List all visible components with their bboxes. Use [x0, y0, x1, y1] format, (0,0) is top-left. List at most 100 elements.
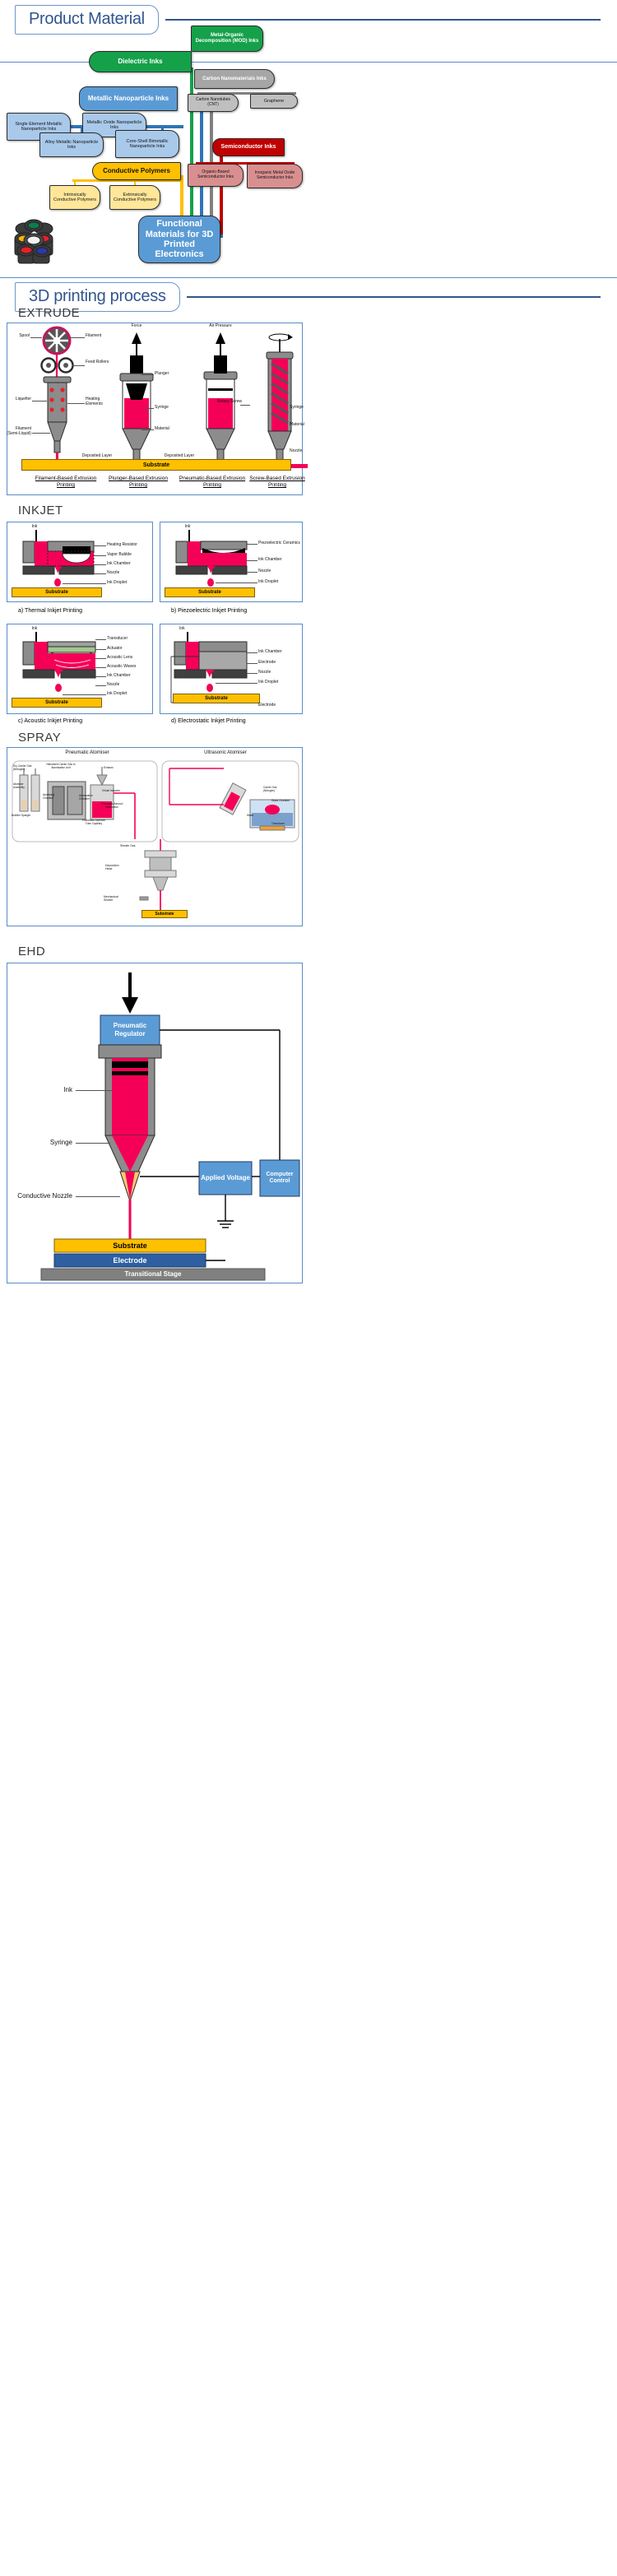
- ehd-transitional-stage-label: Transitional Stage: [124, 1270, 182, 1279]
- label-nozzle-b: Nozzle: [258, 569, 271, 573]
- node-label: Conductive Polymers: [103, 166, 170, 174]
- label-dry-carrier-gas: Dry Carrier Gas (Nitrogen): [13, 764, 32, 771]
- inkjet-heading: INKJET: [18, 504, 63, 518]
- label-electrode-d2: Electrode: [258, 703, 276, 708]
- lead-ink-droplet-d: [216, 683, 257, 684]
- label-nebulised-carrier: Nebulised Carrier Gas to Atomisation Uni…: [46, 763, 76, 769]
- label-spool: Spool: [19, 333, 30, 338]
- lead-ink-chamber-b: [247, 560, 257, 561]
- product-material-title: Product Material: [15, 5, 159, 35]
- caption-plunger-based: Plunger-Based Extrusion Printing: [109, 476, 168, 489]
- lead-ink-droplet-c: [63, 694, 106, 695]
- caption-piezo-inkjet: b) Piezoelectric Inkjet Printing: [171, 608, 248, 614]
- node-organic-semiconductor[interactable]: Organic-Based Semiconductor Inks: [188, 164, 244, 187]
- filament-extruder-diagram: [30, 326, 87, 468]
- label-material-2: Material: [290, 422, 304, 427]
- ink-pots-illustration: [14, 219, 53, 264]
- piezo-substrate: Substrate: [165, 587, 255, 597]
- label-electrode-d1: Electrode: [258, 660, 276, 665]
- node-cnt[interactable]: Carbon Nanotubes (CNT): [188, 94, 239, 112]
- ultrasonic-atomiser-diagram: [161, 760, 299, 842]
- label-water: Water: [247, 814, 254, 817]
- lead-nozzle-a: [94, 573, 106, 574]
- ehd-computer-control-box[interactable]: Computer Control: [266, 1171, 294, 1184]
- node-center-functional-materials[interactable]: Functional Materials for 3D Printed Elec…: [138, 216, 220, 263]
- node-intrinsically-conductive[interactable]: Intrinsically Conductive Polymers: [49, 185, 100, 210]
- lead-ink-droplet-a: [63, 583, 106, 584]
- acoustic-inkjet-diagram: [22, 632, 96, 692]
- polymer-drop-2: [134, 179, 136, 186]
- node-alloy-metallic[interactable]: Alloy Metallic Nanoparticle Inks: [39, 132, 104, 157]
- label-atomising-chamber: Atomising Chamber: [43, 793, 54, 800]
- label-glass-chamber: Glass Chamber: [271, 799, 290, 802]
- lead-acoustic-lens: [95, 658, 106, 659]
- lead-rotary: [240, 405, 250, 406]
- carbon-sub-bus: [197, 92, 296, 95]
- lead-nozzle-c: [95, 685, 106, 686]
- node-dielectric-inks[interactable]: Dielectric Inks: [89, 51, 192, 72]
- node-inorganic-semiconductor[interactable]: Inorganic Metal Oxide Semiconductor Inks: [247, 164, 303, 188]
- ehd-applied-voltage-box[interactable]: Applied Voltage: [201, 1174, 250, 1182]
- node-label: Dielectric Inks: [118, 57, 163, 65]
- ehd-diagram: [40, 972, 300, 1281]
- label-syringe-1: Syringe: [155, 405, 169, 410]
- lead-ink-chamber-d: [247, 652, 257, 653]
- caption-acoustic-inkjet: c) Acoustic Inkjet Printing: [18, 718, 83, 724]
- label-exhaust: Exhaust: [104, 766, 114, 769]
- node-label: Inorganic Metal Oxide Semiconductor Inks: [254, 170, 295, 180]
- header-rule-2: [186, 296, 601, 298]
- node-conductive-polymers[interactable]: Conductive Polymers: [92, 162, 181, 180]
- node-semiconductor-inks[interactable]: Semiconductor Inks: [212, 138, 285, 156]
- label-ink-droplet-c: Ink Droplet: [107, 691, 128, 696]
- pneumatic-atomiser-diagram: [12, 760, 158, 842]
- deposition-head-diagram: [139, 839, 177, 910]
- connector-dielectric: [190, 67, 193, 235]
- label-vapor-bubble: Vapor Bubble: [107, 552, 132, 557]
- electrostatic-substrate: Substrate: [173, 694, 260, 703]
- connector-polymers: [180, 175, 183, 236]
- node-carbon-nanomaterials[interactable]: Carbon Nanomaterials Inks: [194, 69, 275, 89]
- node-core-shell[interactable]: Core-Shell Bimetallic Nanoparticle Inks: [115, 130, 179, 158]
- printing-process-header: 3D printing process: [15, 282, 601, 312]
- node-label: Carbon Nanomaterials Inks: [202, 76, 267, 81]
- label-virtual-impactor: Virtual Impactor: [102, 789, 121, 792]
- node-metallic-nanoparticle-inks[interactable]: Metallic Nanoparticle Inks: [79, 86, 178, 111]
- label-atomisation-chamber: Atomisation Chamber: [79, 794, 93, 801]
- piezo-inkjet-diagram: [175, 530, 248, 587]
- lead-ink-chamber-a: [94, 564, 106, 565]
- lead-ink-ehd: [76, 1090, 112, 1091]
- label-filament: Filament: [86, 333, 102, 338]
- lead-vapor-bubble: [94, 555, 106, 556]
- node-label: Intrinsically Conductive Polymers: [53, 192, 96, 202]
- node-mod-inks[interactable]: Metal-Organic Decomposition (MOD) Inks: [191, 26, 263, 52]
- plunger-extruder-diagram: [110, 332, 168, 468]
- label-nozzle-c: Nozzle: [107, 682, 120, 687]
- node-label: Functional Materials for 3D Printed Elec…: [145, 219, 214, 260]
- label-ink-electro: Ink: [179, 626, 185, 631]
- lead-filament-semi: [32, 433, 50, 434]
- label-ink-ehd: Ink: [63, 1086, 72, 1093]
- caption-thermal-inkjet: a) Thermal Inkjet Printing: [18, 608, 83, 614]
- node-graphene[interactable]: Graphene: [250, 94, 298, 109]
- screw-extruder-diagram: [255, 333, 308, 468]
- lead-syringe-1: [143, 408, 154, 409]
- label-acoustic-lens: Acoustic Lens: [107, 655, 133, 660]
- label-ink-chamber-c: Ink Chamber: [107, 673, 131, 678]
- node-label: Alloy Metallic Nanoparticle Inks: [44, 139, 99, 150]
- label-syringe-ehd: Syringe: [49, 1139, 72, 1146]
- node-extrinsically-conductive[interactable]: Extrinsically Conductive Polymers: [109, 185, 160, 210]
- product-material-header: Product Material: [15, 5, 601, 35]
- label-ink-droplet-d: Ink Droplet: [258, 680, 279, 685]
- ehd-pneumatic-regulator-box[interactable]: Pneumatic Regulator: [113, 1022, 147, 1037]
- lead-plunger: [141, 374, 154, 375]
- lead-heating-resistor: [94, 545, 106, 546]
- label-transducer-ac: Transducer: [107, 636, 128, 641]
- ehd-substrate-label: Substrate: [113, 1241, 147, 1250]
- acoustic-substrate: Substrate: [12, 698, 102, 708]
- lead-nozzle-b: [247, 572, 257, 573]
- lead-filament: [71, 337, 85, 338]
- label-ink-thermal: Ink: [31, 524, 38, 529]
- lead-spool: [30, 337, 42, 338]
- electrostatic-inkjet-diagram: [170, 632, 248, 703]
- lead-syringe-ehd: [76, 1143, 110, 1144]
